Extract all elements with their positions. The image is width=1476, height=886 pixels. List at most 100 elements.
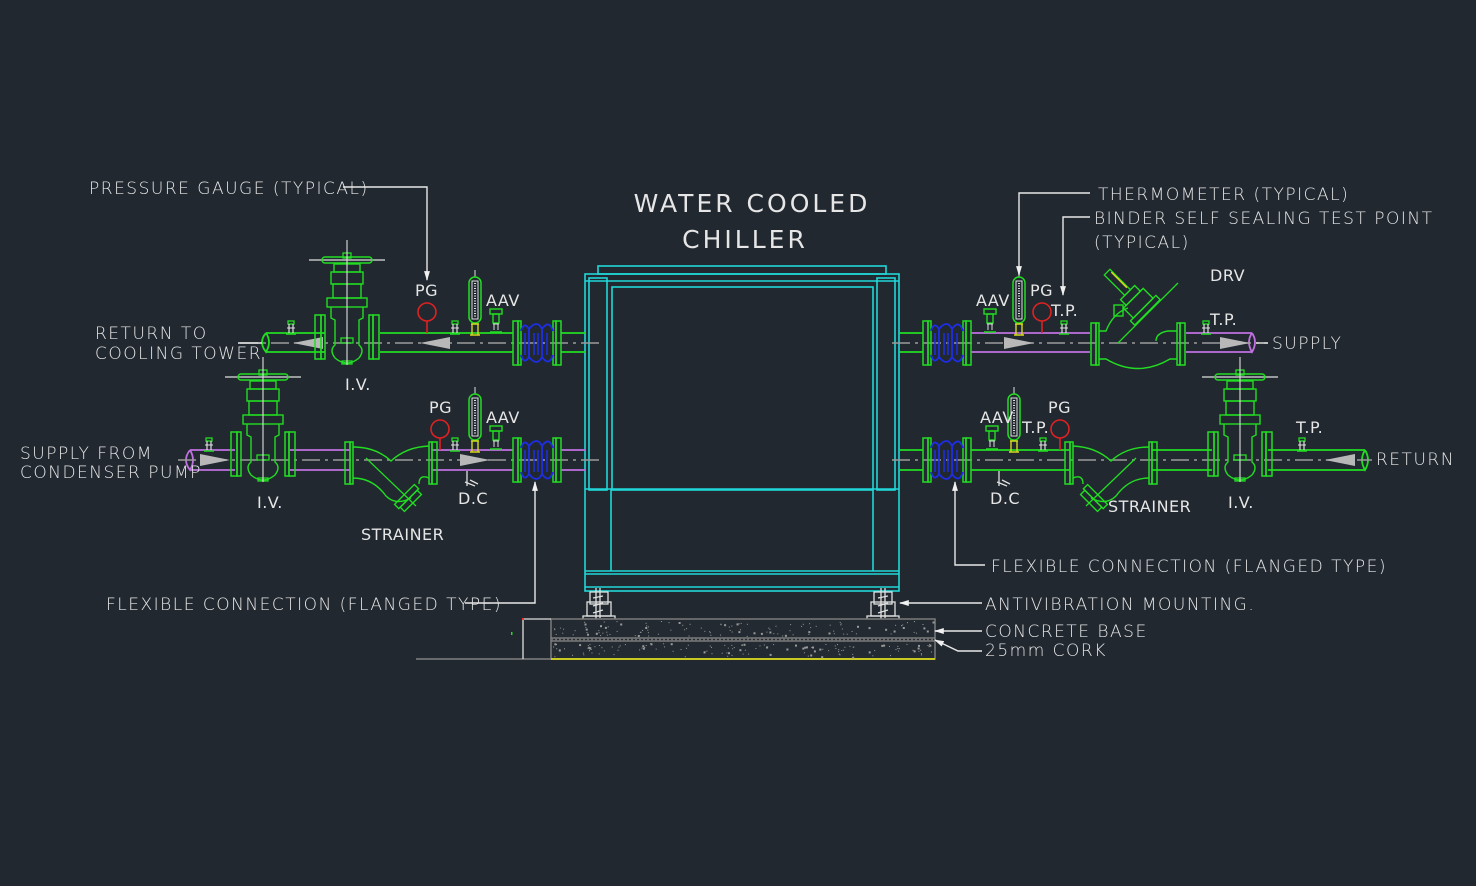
iv-label: I.V. bbox=[1228, 493, 1254, 512]
speckle bbox=[928, 646, 930, 648]
speckle bbox=[645, 645, 647, 646]
speckle bbox=[637, 635, 640, 637]
speckle bbox=[840, 624, 842, 626]
speckle bbox=[895, 624, 897, 626]
speckle bbox=[657, 633, 659, 635]
speckle bbox=[760, 632, 763, 635]
speckle bbox=[889, 645, 890, 647]
speckle bbox=[766, 631, 768, 633]
speckle bbox=[753, 632, 756, 635]
speckle bbox=[804, 646, 807, 649]
speckle bbox=[802, 647, 805, 650]
antivibration-mount-right bbox=[866, 588, 900, 622]
double-regulating-valve-icon bbox=[1090, 258, 1186, 370]
auto-air-vent-icon bbox=[983, 308, 997, 333]
thermometer-icon bbox=[468, 386, 482, 453]
flex-connection-left-callout: FLEXIBLE CONNECTION (FLANGED TYPE) bbox=[106, 595, 502, 615]
speckle bbox=[634, 635, 636, 637]
speckle bbox=[728, 626, 730, 628]
speckle bbox=[740, 629, 741, 631]
speckle bbox=[844, 646, 846, 648]
speckle bbox=[849, 645, 851, 647]
speckle bbox=[916, 632, 917, 634]
speckle bbox=[922, 624, 924, 625]
speckle bbox=[918, 644, 920, 647]
speckle bbox=[709, 631, 711, 633]
speckle bbox=[556, 644, 557, 645]
aav-label: AAV bbox=[486, 291, 520, 310]
speckle bbox=[564, 648, 565, 650]
speckle bbox=[585, 626, 587, 628]
speckle bbox=[587, 647, 589, 649]
speckle bbox=[893, 630, 896, 633]
speckle bbox=[607, 626, 609, 628]
speckle bbox=[642, 647, 645, 650]
speckle bbox=[724, 624, 727, 627]
speckle bbox=[834, 645, 836, 647]
speckle bbox=[769, 653, 772, 656]
speckle bbox=[851, 631, 853, 632]
flex-right-leader bbox=[952, 481, 985, 566]
supply-line bbox=[892, 258, 1268, 370]
speckle bbox=[710, 634, 712, 636]
pressure-gauge-icon bbox=[417, 302, 437, 334]
speckle bbox=[587, 633, 589, 636]
speckle bbox=[902, 627, 905, 629]
drv-label: DRV bbox=[1210, 266, 1245, 285]
speckle bbox=[720, 634, 721, 636]
speckle bbox=[833, 633, 835, 635]
pg-label: PG bbox=[1048, 398, 1071, 417]
speckle bbox=[664, 646, 666, 648]
thermometer-callout: THERMOMETER (TYPICAL) bbox=[1098, 185, 1349, 205]
speckle bbox=[586, 632, 588, 633]
speckle bbox=[648, 635, 650, 637]
speckle bbox=[687, 644, 689, 646]
speckle bbox=[744, 649, 746, 651]
speckle bbox=[874, 650, 876, 652]
speckle bbox=[825, 644, 827, 645]
speckle bbox=[721, 652, 723, 654]
pg-label: PG bbox=[415, 281, 438, 300]
test-point-callout-line-1: BINDER SELF SEALING TEST POINT bbox=[1094, 209, 1434, 229]
speckle bbox=[668, 622, 670, 624]
speckle bbox=[811, 647, 813, 648]
speckle bbox=[906, 643, 908, 645]
test-point-icon bbox=[1037, 437, 1049, 452]
speckle bbox=[613, 654, 615, 656]
speckle bbox=[647, 629, 649, 631]
pressure-gauge-icon bbox=[430, 419, 450, 451]
speckle bbox=[917, 647, 920, 650]
speckle bbox=[678, 622, 681, 624]
speckle bbox=[589, 643, 591, 645]
speckle bbox=[672, 650, 674, 652]
speckle bbox=[769, 628, 771, 630]
concrete-base-callout: CONCRETE BASE bbox=[985, 622, 1148, 642]
test-point-icon bbox=[1058, 320, 1070, 335]
speckle bbox=[792, 634, 794, 636]
supply-label: SUPPLY bbox=[1272, 334, 1342, 354]
speckle bbox=[642, 629, 644, 631]
speckle bbox=[840, 623, 842, 625]
speckle bbox=[706, 650, 708, 652]
speckle bbox=[584, 623, 587, 626]
speckle bbox=[820, 649, 822, 651]
return-label: RETURN bbox=[1376, 450, 1455, 470]
strainer-label: STRAINER bbox=[1108, 497, 1191, 516]
speckle bbox=[920, 653, 922, 655]
speckle bbox=[603, 621, 605, 623]
supply-from-condenser-pump-line bbox=[178, 356, 600, 514]
ground-line bbox=[416, 618, 551, 660]
test-point-icon bbox=[1296, 437, 1308, 452]
speckle bbox=[606, 634, 608, 636]
tp-label: T.P. bbox=[1295, 418, 1323, 437]
flow-arrow-icon bbox=[1325, 454, 1355, 466]
speckle bbox=[828, 650, 830, 652]
speckle bbox=[572, 654, 573, 656]
speckle bbox=[682, 624, 684, 626]
speckle bbox=[727, 655, 729, 657]
speckle bbox=[931, 651, 932, 653]
speckle bbox=[768, 627, 770, 629]
speckle bbox=[611, 646, 613, 648]
speckle bbox=[890, 633, 892, 635]
speckle bbox=[624, 644, 626, 646]
